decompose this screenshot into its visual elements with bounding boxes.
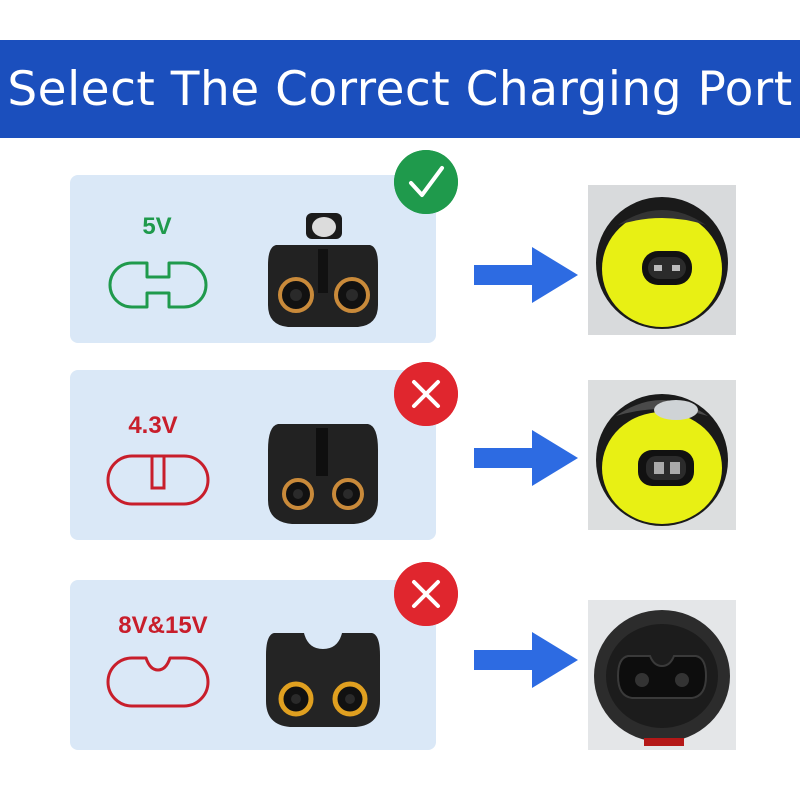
close-icon <box>394 362 458 426</box>
arrow-right-icon <box>474 430 578 486</box>
voltage-label: 4.3V <box>128 412 178 439</box>
check-icon <box>394 150 458 214</box>
arrow-right-icon <box>474 247 578 303</box>
port-shape-icon <box>106 454 210 506</box>
page-title: Select The Correct Charging Port <box>7 61 793 117</box>
connector-plug-5v <box>268 213 378 327</box>
port-shape-icon <box>106 656 210 708</box>
arrow-right-icon <box>474 632 578 688</box>
connector-plug-8v-15v <box>266 633 380 727</box>
yellow-device-port <box>588 380 736 530</box>
option-row-8v-15v: 8V&15V <box>0 562 800 755</box>
voltage-label: 5V <box>142 213 172 240</box>
close-icon <box>394 562 458 626</box>
yellow-device-port <box>588 185 736 335</box>
option-row-4-3v: 4.3V <box>0 362 800 545</box>
voltage-label: 8V&15V <box>118 612 208 639</box>
option-row-5v: 5V <box>0 150 800 350</box>
port-shape-icon <box>108 261 208 309</box>
title-banner: Select The Correct Charging Port <box>0 40 800 138</box>
black-device-port <box>588 600 736 750</box>
connector-plug-4-3v <box>268 424 378 524</box>
